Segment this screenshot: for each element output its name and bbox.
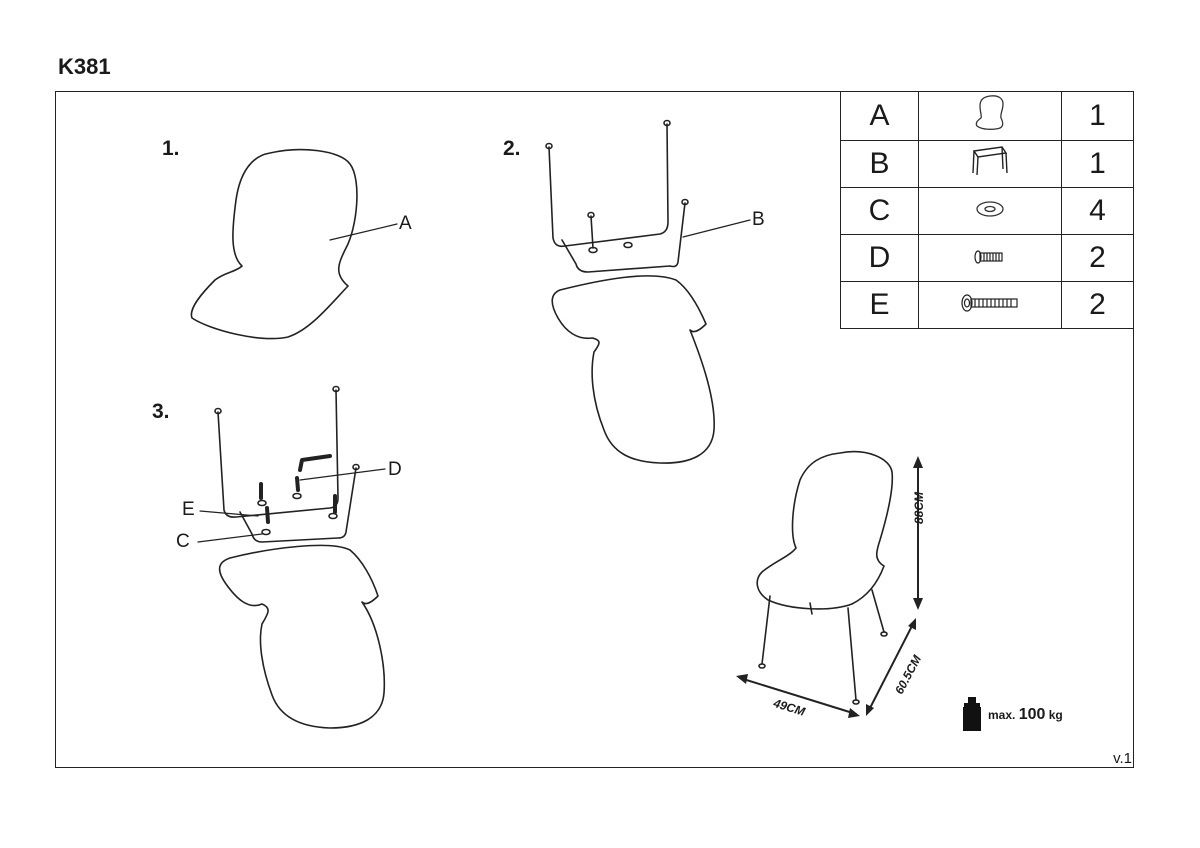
long-bolt-icon: [918, 281, 1062, 329]
parts-list: A 1 B 1 C 4 D: [840, 91, 1134, 329]
part-row-b: B 1: [840, 140, 1134, 188]
part-row-a: A 1: [840, 91, 1134, 141]
callout-a: A: [399, 213, 412, 234]
dimension-height: 88CM: [912, 491, 926, 524]
version-label: v.1: [1113, 750, 1132, 767]
callout-d: D: [388, 459, 402, 480]
callout-e: E: [182, 499, 195, 520]
finished-chair: [736, 450, 923, 718]
part-letter: A: [840, 91, 919, 141]
callout-b: B: [752, 209, 765, 230]
part-letter: E: [840, 281, 919, 329]
washer-icon: [918, 187, 1062, 235]
callout-c: C: [176, 531, 190, 552]
part-quantity: 4: [1061, 187, 1134, 235]
step-2-number: 2.: [503, 137, 521, 160]
step-2-assembly: [545, 119, 751, 464]
part-row-e: E 2: [840, 281, 1134, 329]
part-quantity: 1: [1061, 91, 1134, 141]
max-load-value: 100: [1018, 706, 1046, 723]
part-quantity: 1: [1061, 140, 1134, 188]
step-1-number: 1.: [162, 137, 180, 160]
step-3-number: 3.: [152, 400, 170, 423]
short-bolt-icon: [918, 234, 1062, 282]
chair-frame-icon: [918, 140, 1062, 188]
max-load-label: max. 100 kg: [988, 706, 1063, 724]
part-letter: D: [840, 234, 919, 282]
weight-icon: [963, 697, 981, 731]
max-load-unit: kg: [1048, 708, 1063, 722]
product-code: K381: [58, 54, 111, 79]
part-row-c: C 4: [840, 187, 1134, 235]
step-1-seat-shell: [190, 148, 398, 340]
step-3-assembly: [197, 385, 386, 729]
seat-shell-icon: [918, 91, 1062, 141]
part-quantity: 2: [1061, 234, 1134, 282]
max-load-prefix: max.: [988, 708, 1016, 722]
part-row-d: D 2: [840, 234, 1134, 282]
part-letter: C: [840, 187, 919, 235]
part-letter: B: [840, 140, 919, 188]
part-quantity: 2: [1061, 281, 1134, 329]
instruction-frame: [55, 91, 1134, 768]
